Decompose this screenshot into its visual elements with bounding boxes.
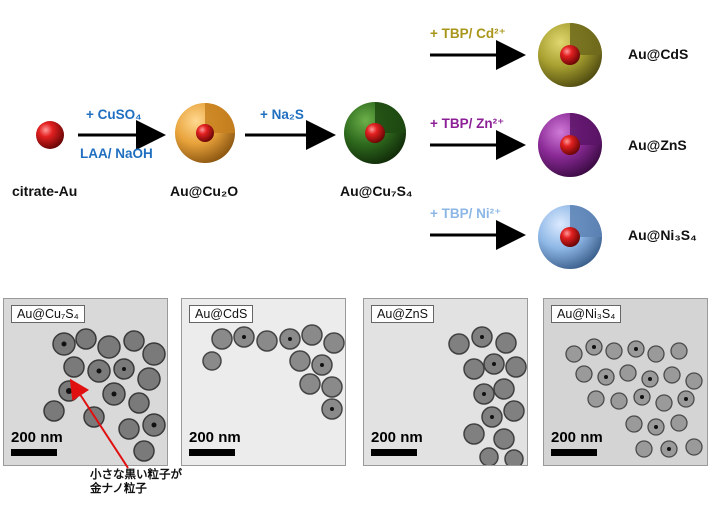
annotation-line2: 金ナノ粒子 [90,482,182,496]
annotation-note: 小さな黒い粒子が 金ナノ粒子 [90,468,182,496]
annotation-line1: 小さな黒い粒子が [90,468,182,482]
